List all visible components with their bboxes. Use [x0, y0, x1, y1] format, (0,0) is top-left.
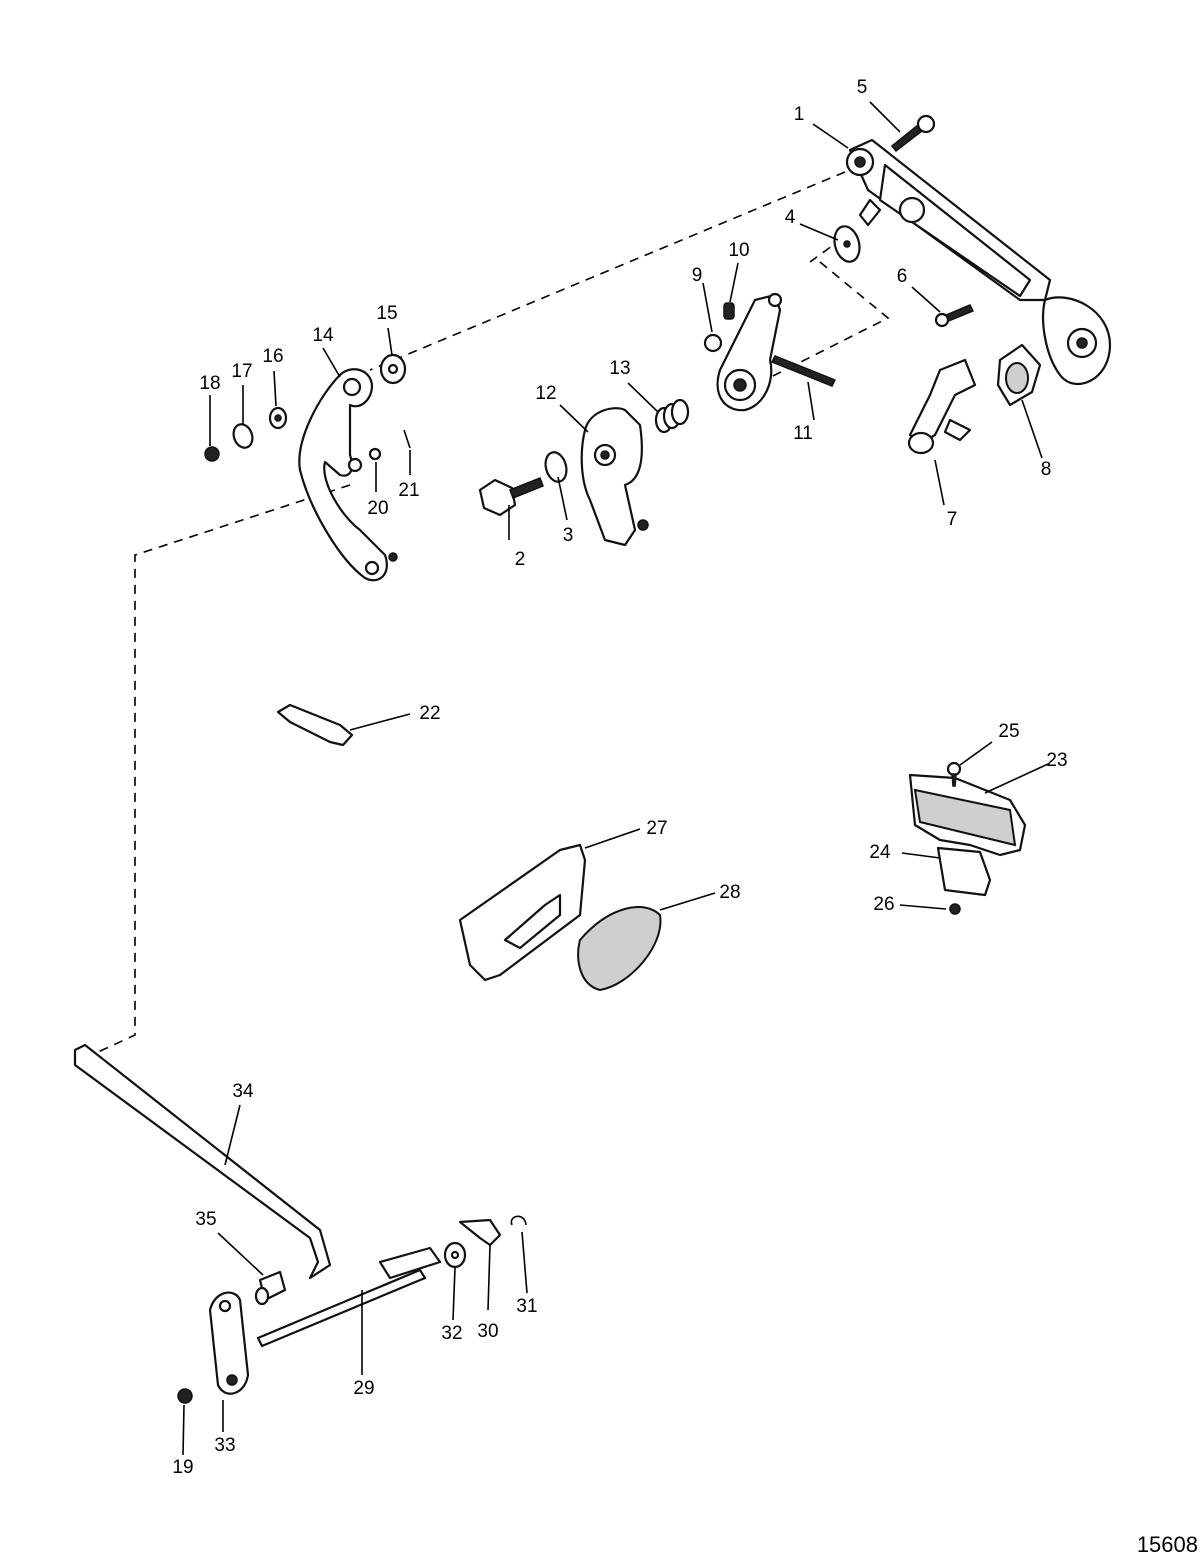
- callout-14: 14: [312, 325, 334, 346]
- part-14-link-arm: [298, 368, 398, 582]
- part-28-plug: [577, 906, 662, 992]
- callout-6: 6: [897, 266, 908, 287]
- part-7-lever: [907, 358, 977, 455]
- part-29-shaft: [256, 1246, 442, 1348]
- callout-25: 25: [998, 721, 1019, 742]
- callout-31: 31: [516, 1296, 537, 1317]
- callout-3: 3: [563, 525, 574, 546]
- part-35-fitting: [254, 1270, 287, 1306]
- callout-10: 10: [728, 240, 749, 261]
- callout-23: 23: [1046, 750, 1067, 771]
- part-13-spring: [654, 398, 690, 434]
- callout-4: 4: [785, 207, 796, 228]
- part-24-bracket: [936, 846, 992, 897]
- part-33-link: [208, 1291, 250, 1395]
- callout-29: 29: [353, 1378, 374, 1399]
- part-30-spring-clip: [458, 1218, 502, 1247]
- part-5-screw: [890, 114, 936, 153]
- callout-32: 32: [441, 1323, 462, 1344]
- part-3-washer: [544, 451, 568, 483]
- callout-20: 20: [367, 498, 388, 519]
- part-6-screw: [934, 304, 975, 328]
- callout-33: 33: [214, 1435, 235, 1456]
- callout-13: 13: [609, 358, 630, 379]
- callout-22: 22: [419, 703, 440, 724]
- part-11-rod: [770, 355, 837, 387]
- part-16-bushing: [268, 406, 288, 430]
- callout-8: 8: [1041, 459, 1052, 480]
- part-8-bushing: [996, 343, 1042, 407]
- figure-id: 15608: [1137, 1532, 1198, 1557]
- callout-7: 7: [947, 509, 958, 530]
- callout-17: 17: [231, 361, 252, 382]
- part-21-pin: [403, 429, 411, 449]
- part-25-screw: [946, 761, 962, 787]
- leader-lines: [182, 101, 1049, 1456]
- part-31-clip: [510, 1215, 527, 1226]
- callout-34: 34: [232, 1081, 254, 1102]
- callout-19: 19: [172, 1457, 193, 1478]
- part-27-frame: [458, 843, 587, 982]
- callout-30: 30: [477, 1321, 498, 1342]
- part-10-pin: [723, 302, 735, 320]
- part-2-bolt: [478, 477, 544, 517]
- callout-21: 21: [398, 480, 419, 501]
- callout-12: 12: [535, 383, 556, 404]
- callout-9: 9: [692, 265, 703, 286]
- callout-27: 27: [646, 818, 667, 839]
- part-34-rod: [73, 1043, 332, 1280]
- part-23-cover: [908, 773, 1027, 857]
- callout-15: 15: [376, 303, 397, 324]
- part-17-washer: [232, 423, 254, 449]
- callout-28: 28: [719, 882, 740, 903]
- part-22-clip: [276, 703, 354, 747]
- part-4-washer: [833, 225, 861, 263]
- callout-2: 2: [515, 549, 526, 570]
- callout-26: 26: [873, 894, 894, 915]
- callout-11: 11: [793, 423, 813, 444]
- part-20-washer: [368, 447, 382, 461]
- callout-labels: 1 2 3 4 5 6 7 8 9 10 11 12 13 14 15 16 1…: [172, 77, 1067, 1478]
- callout-5: 5: [857, 77, 868, 98]
- callout-16: 16: [262, 346, 283, 367]
- part-12-cam: [580, 407, 649, 547]
- part-1-bracket: [845, 138, 1112, 386]
- part-32-washer: [443, 1241, 467, 1269]
- part-19-nut: [177, 1388, 193, 1404]
- callout-1: 1: [794, 104, 805, 125]
- part-26-nut: [949, 903, 961, 915]
- part-18-nut: [204, 446, 220, 462]
- callout-24: 24: [869, 842, 891, 863]
- callout-18: 18: [199, 373, 220, 394]
- part-15-washer: [379, 353, 407, 385]
- callout-35: 35: [195, 1209, 216, 1230]
- part-9-arm-assembly: [703, 292, 783, 412]
